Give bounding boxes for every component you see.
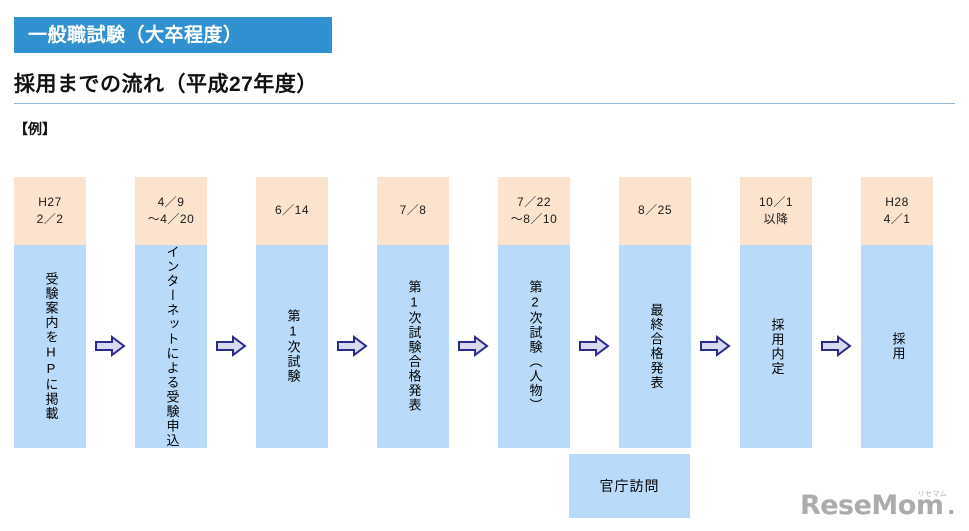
flow-step-date-label: 4／9 〜4／20: [147, 194, 195, 226]
flow-step-label: 採用内定: [769, 317, 785, 376]
flow-step-date-box: 6／14: [256, 177, 328, 245]
flow-step-body-box: 第1次試験合格発表: [377, 245, 449, 448]
flow-arrow-icon: [94, 334, 126, 358]
flow-step-body-box: 受験案内をHPに掲載: [14, 245, 86, 448]
flow-step: 6／14 第1次試験: [256, 177, 328, 448]
watermark-brand-text: ReseMom: [799, 490, 944, 521]
flow-step-date-label: 7／22 〜8／10: [510, 194, 558, 226]
flow-step-label: 採用: [890, 332, 906, 361]
ministry-visit-label: 官庁訪問: [599, 478, 660, 494]
flow-step-date-label: 6／14: [274, 203, 310, 218]
flow-step-date-label: 10／1 以降: [758, 194, 794, 226]
flow-arrow-icon: [820, 334, 852, 358]
title-divider: [14, 103, 955, 104]
flow-step-label: 第1次試験: [285, 309, 301, 384]
page-title: 採用までの流れ（平成27年度）: [14, 73, 318, 96]
ministry-visit-box: 官庁訪問: [569, 454, 690, 518]
flow-step-date-label: 7／8: [399, 203, 427, 218]
flow-step: H27 2／2 受験案内をHPに掲載: [14, 177, 86, 448]
flow-arrow-icon: [699, 334, 731, 358]
flow-step-body-box: 最終合格発表: [619, 245, 691, 448]
flow-step-date-box: 4／9 〜4／20: [135, 177, 207, 245]
flow-step: 7／8 第1次試験合格発表: [377, 177, 449, 448]
flow-step-date-label: H28 4／1: [883, 194, 911, 226]
watermark-ruby-text: リセマム: [917, 491, 948, 498]
exam-category-label: 一般職試験（大卒程度）: [28, 24, 243, 46]
example-label: 【例】: [14, 121, 56, 137]
flow-step: 4／9 〜4／20 インターネットによる受験申込: [135, 177, 207, 448]
flow-step-label: 最終合格発表: [648, 303, 664, 390]
flow-step-body-box: 採用: [861, 245, 933, 448]
flow-step-date-box: 10／1 以降: [740, 177, 812, 245]
flow-arrow-icon: [336, 334, 368, 358]
flow-step-date-box: 8／25: [619, 177, 691, 245]
flow-step-date-box: 7／8: [377, 177, 449, 245]
flow-step-body-box: 採用内定: [740, 245, 812, 448]
flow-arrow-icon: [215, 334, 247, 358]
flow-arrow-icon: [578, 334, 610, 358]
flow-step-label: 受験案内をHPに掲載: [43, 272, 59, 421]
flow-step-date-box: H28 4／1: [861, 177, 933, 245]
resemom-watermark: ReseMom リセマム .: [799, 490, 955, 521]
flow-step: H28 4／1 採用: [861, 177, 933, 448]
flow-step-label: 第2次試験（人物）: [527, 280, 543, 413]
watermark-dot: .: [947, 490, 955, 520]
flow-step-body-box: インターネットによる受験申込: [135, 245, 207, 448]
flow-step: 10／1 以降採用内定: [740, 177, 812, 448]
flow-step-body-box: 第1次試験: [256, 245, 328, 448]
flow-step: 7／22 〜8／10 第2次試験（人物）: [498, 177, 570, 448]
flow-step-date-label: H27 2／2: [36, 194, 64, 226]
flow-step-body-box: 第2次試験（人物）: [498, 245, 570, 448]
flow-step-date-box: H27 2／2: [14, 177, 86, 245]
flow-step-label: インターネットによる受験申込: [164, 245, 180, 448]
flow-step: 8／25 最終合格発表: [619, 177, 691, 448]
flow-step-date-box: 7／22 〜8／10: [498, 177, 570, 245]
flow-step-date-label: 8／25: [637, 203, 673, 218]
flow-step-label: 第1次試験合格発表: [406, 280, 422, 413]
exam-category-banner: 一般職試験（大卒程度）: [14, 17, 332, 53]
flow-arrow-icon: [457, 334, 489, 358]
